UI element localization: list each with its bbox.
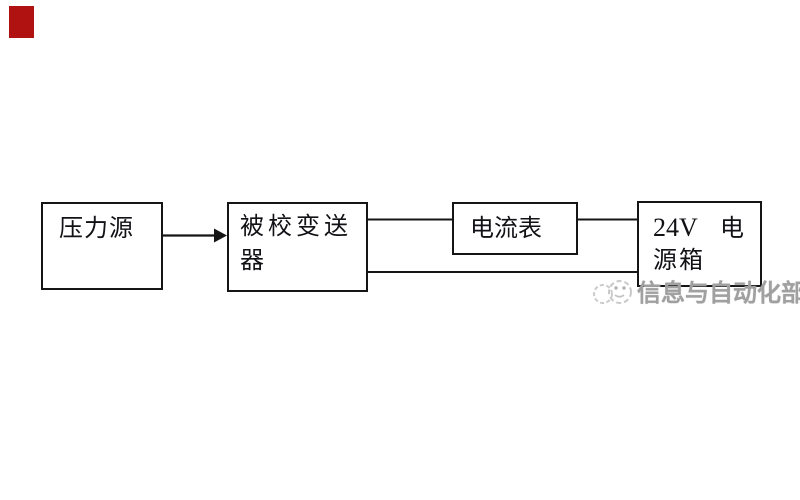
power-voltage-label: 24V bbox=[653, 213, 698, 242]
watermark-logo-icon bbox=[591, 274, 637, 308]
ammeter-box: 电流表 bbox=[452, 202, 578, 255]
transmitter-label-line2: 器 bbox=[240, 247, 264, 274]
transmitter-under-calibration-box: 被校变送 器 bbox=[227, 202, 368, 292]
power-supply-label-line2: 源箱 bbox=[653, 247, 705, 274]
pressure-source-label: 压力源 bbox=[59, 215, 134, 242]
power-supply-box: 24V 电 源箱 bbox=[637, 201, 762, 287]
arrowhead-icon bbox=[214, 228, 227, 243]
power-label-char: 电 bbox=[720, 215, 744, 242]
transmitter-label-line1: 被校变送 bbox=[240, 213, 352, 240]
red-marker-square bbox=[9, 6, 34, 38]
ammeter-label: 电流表 bbox=[470, 214, 542, 242]
pressure-source-box: 压力源 bbox=[41, 202, 163, 290]
power-supply-label-line1: 24V 电 bbox=[653, 212, 744, 245]
